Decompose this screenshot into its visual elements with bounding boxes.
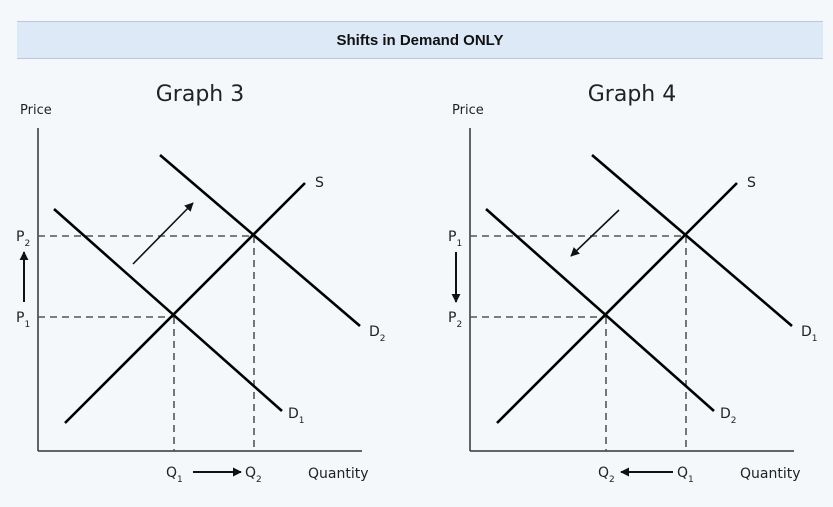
graph-4-demand-shift-arrow [570, 209, 620, 257]
graph-3-demand-d1-curve [53, 208, 283, 412]
graph-3-x-axis-label: Quantity [308, 466, 369, 482]
graph-4-title: Graph 4 [588, 82, 676, 107]
graph-4-demand-d1-curve [591, 154, 793, 327]
graph-3-d1-label: D1 [288, 406, 305, 426]
graph-3-demand-d2-curve [159, 154, 361, 327]
graph-3-q2-label: Q2 [245, 465, 262, 485]
graph-4-p2-label: P2 [448, 310, 462, 330]
graph-3-demand-shift-arrow [132, 202, 194, 265]
graph-4-y-axis-label: Price [452, 103, 484, 118]
graph-4-demand-d2-curve [485, 208, 715, 412]
section-header: Shifts in Demand ONLY [17, 21, 823, 59]
graph-4-d2-label: D2 [720, 406, 737, 426]
graph-3: Graph 3 Price Quantity S D1 D2 P2 P1 Q1 … [16, 82, 386, 485]
graph-4-supply-curve [496, 182, 738, 424]
graph-3-y-axis-label: Price [20, 103, 52, 118]
graph-3-title: Graph 3 [156, 82, 244, 107]
graph-3-p2-label: P2 [16, 229, 30, 249]
graph-4-q1-label: Q1 [677, 465, 694, 485]
graph-3-q1-label: Q1 [166, 465, 183, 485]
graph-3-d2-label: D2 [369, 324, 386, 344]
graph-3-supply-curve [64, 182, 306, 424]
section-title: Shifts in Demand ONLY [336, 31, 504, 49]
graph-3-p1-label: P1 [16, 310, 30, 330]
graph-3-supply-label: S [315, 175, 324, 191]
graph-4: Graph 4 Price Quantity S D2 D1 P1 P2 Q2 … [448, 82, 818, 485]
graph-4-p1-label: P1 [448, 229, 462, 249]
graph-4-supply-label: S [747, 175, 756, 191]
graph-4-q2-label: Q2 [598, 465, 615, 485]
graph-4-x-axis-label: Quantity [740, 466, 801, 482]
graph-4-d1-label: D1 [801, 324, 818, 344]
